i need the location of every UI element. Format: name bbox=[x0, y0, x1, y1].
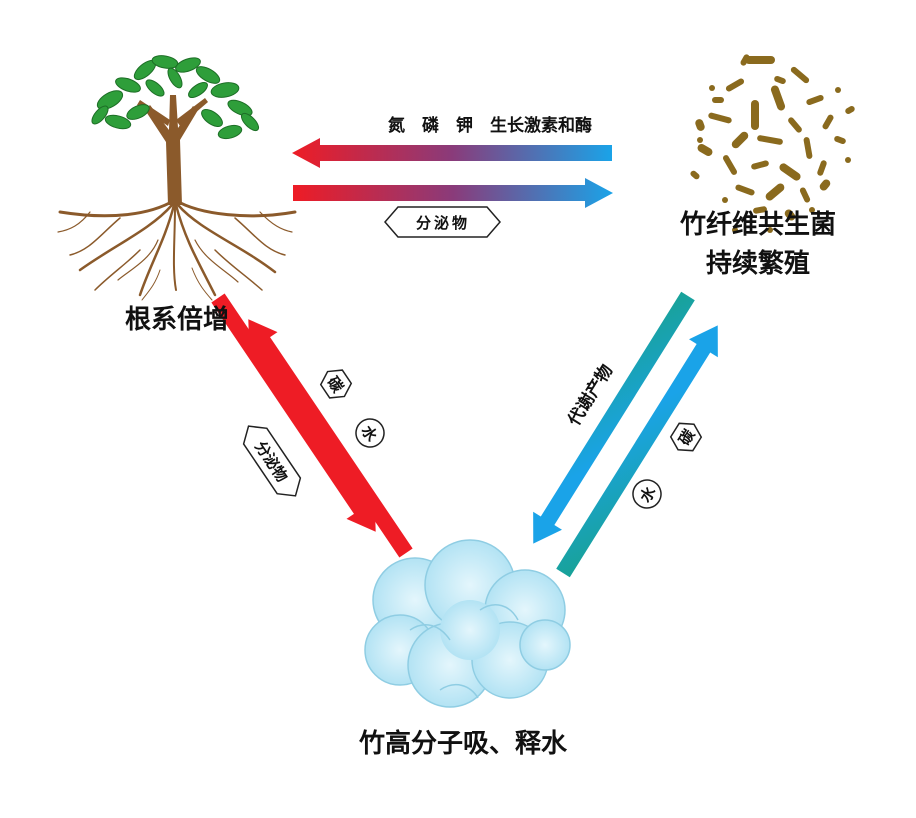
fungus-rod bbox=[697, 144, 713, 156]
fungus-rod bbox=[690, 170, 700, 180]
label-fungus-line1: 竹纤维共生菌 bbox=[679, 209, 836, 240]
fungus-rod bbox=[845, 106, 855, 114]
arrow-root-to-fungus bbox=[293, 178, 613, 208]
fungus-rod bbox=[779, 163, 801, 181]
fungus-rod bbox=[723, 155, 737, 175]
fungus-rod bbox=[788, 117, 802, 133]
fungus-rod bbox=[774, 75, 786, 85]
fungus-rod bbox=[806, 94, 824, 106]
arrow-root-to-polymer bbox=[211, 293, 376, 532]
chip-carbon-left: 碳 bbox=[319, 369, 353, 399]
fungus-spore bbox=[697, 137, 703, 143]
fungus-rod bbox=[799, 187, 811, 203]
fungus-rod bbox=[819, 179, 831, 191]
fungus-rod bbox=[695, 119, 705, 131]
fungus-rod bbox=[731, 131, 749, 149]
fungus-rod bbox=[757, 135, 783, 145]
fungus-rod bbox=[708, 112, 732, 124]
arrow-polymer-to-fungus bbox=[556, 325, 718, 578]
label-nutrients-hormones-enzymes: 氮 磷 钾 生长激素和酶 bbox=[388, 115, 592, 136]
fungus-spore bbox=[809, 207, 815, 213]
chip-carbon-right: 碳 bbox=[669, 422, 703, 452]
arrow-fungus-to-root bbox=[292, 138, 612, 168]
fungus-rod bbox=[751, 100, 759, 130]
label-secretion-top: 分泌物 bbox=[416, 214, 470, 232]
fungus-rod bbox=[735, 184, 755, 196]
fungus-spore bbox=[835, 87, 841, 93]
tree-illustration bbox=[57, 55, 297, 301]
chip-water-left: 水 bbox=[355, 418, 385, 448]
fungus-rod bbox=[834, 135, 846, 145]
fungus-spore bbox=[722, 197, 728, 203]
chip-water-right: 水 bbox=[632, 479, 662, 509]
fungus-rod bbox=[784, 209, 796, 221]
fungus-rod bbox=[751, 160, 769, 170]
fungus-cluster-illustration bbox=[690, 54, 855, 233]
chip-secretion-left: 分泌物 bbox=[242, 425, 302, 497]
fungus-rod bbox=[745, 56, 775, 64]
fungus-spore bbox=[709, 85, 715, 91]
fungus-rod bbox=[770, 85, 786, 111]
fungus-rod bbox=[790, 66, 810, 84]
fungus-rod bbox=[725, 78, 745, 92]
fungus-rod bbox=[753, 206, 767, 214]
label-polymer-water: 竹高分子吸、释水 bbox=[358, 728, 568, 759]
fungus-rod bbox=[822, 114, 834, 130]
fungus-spore bbox=[845, 157, 851, 163]
arrow-fungus-to-polymer bbox=[533, 291, 695, 544]
fungus-rod bbox=[712, 97, 724, 103]
arrow-polymer-to-root bbox=[248, 319, 413, 558]
label-root-multiplication: 根系倍增 bbox=[125, 304, 229, 335]
bamboo-polymer-illustration bbox=[364, 539, 571, 708]
fungus-rod bbox=[740, 54, 750, 66]
tree-canopy bbox=[91, 55, 260, 140]
fungus-spore bbox=[732, 227, 738, 233]
fungus-rod bbox=[803, 137, 813, 159]
fungus-rod bbox=[765, 183, 785, 201]
chip-secretion-top: 分泌物 bbox=[384, 206, 501, 238]
label-fungus-line2: 持续繁殖 bbox=[706, 248, 810, 279]
fungus-spore bbox=[767, 227, 773, 233]
tree-roots bbox=[57, 198, 297, 301]
fungus-rod bbox=[817, 160, 827, 176]
